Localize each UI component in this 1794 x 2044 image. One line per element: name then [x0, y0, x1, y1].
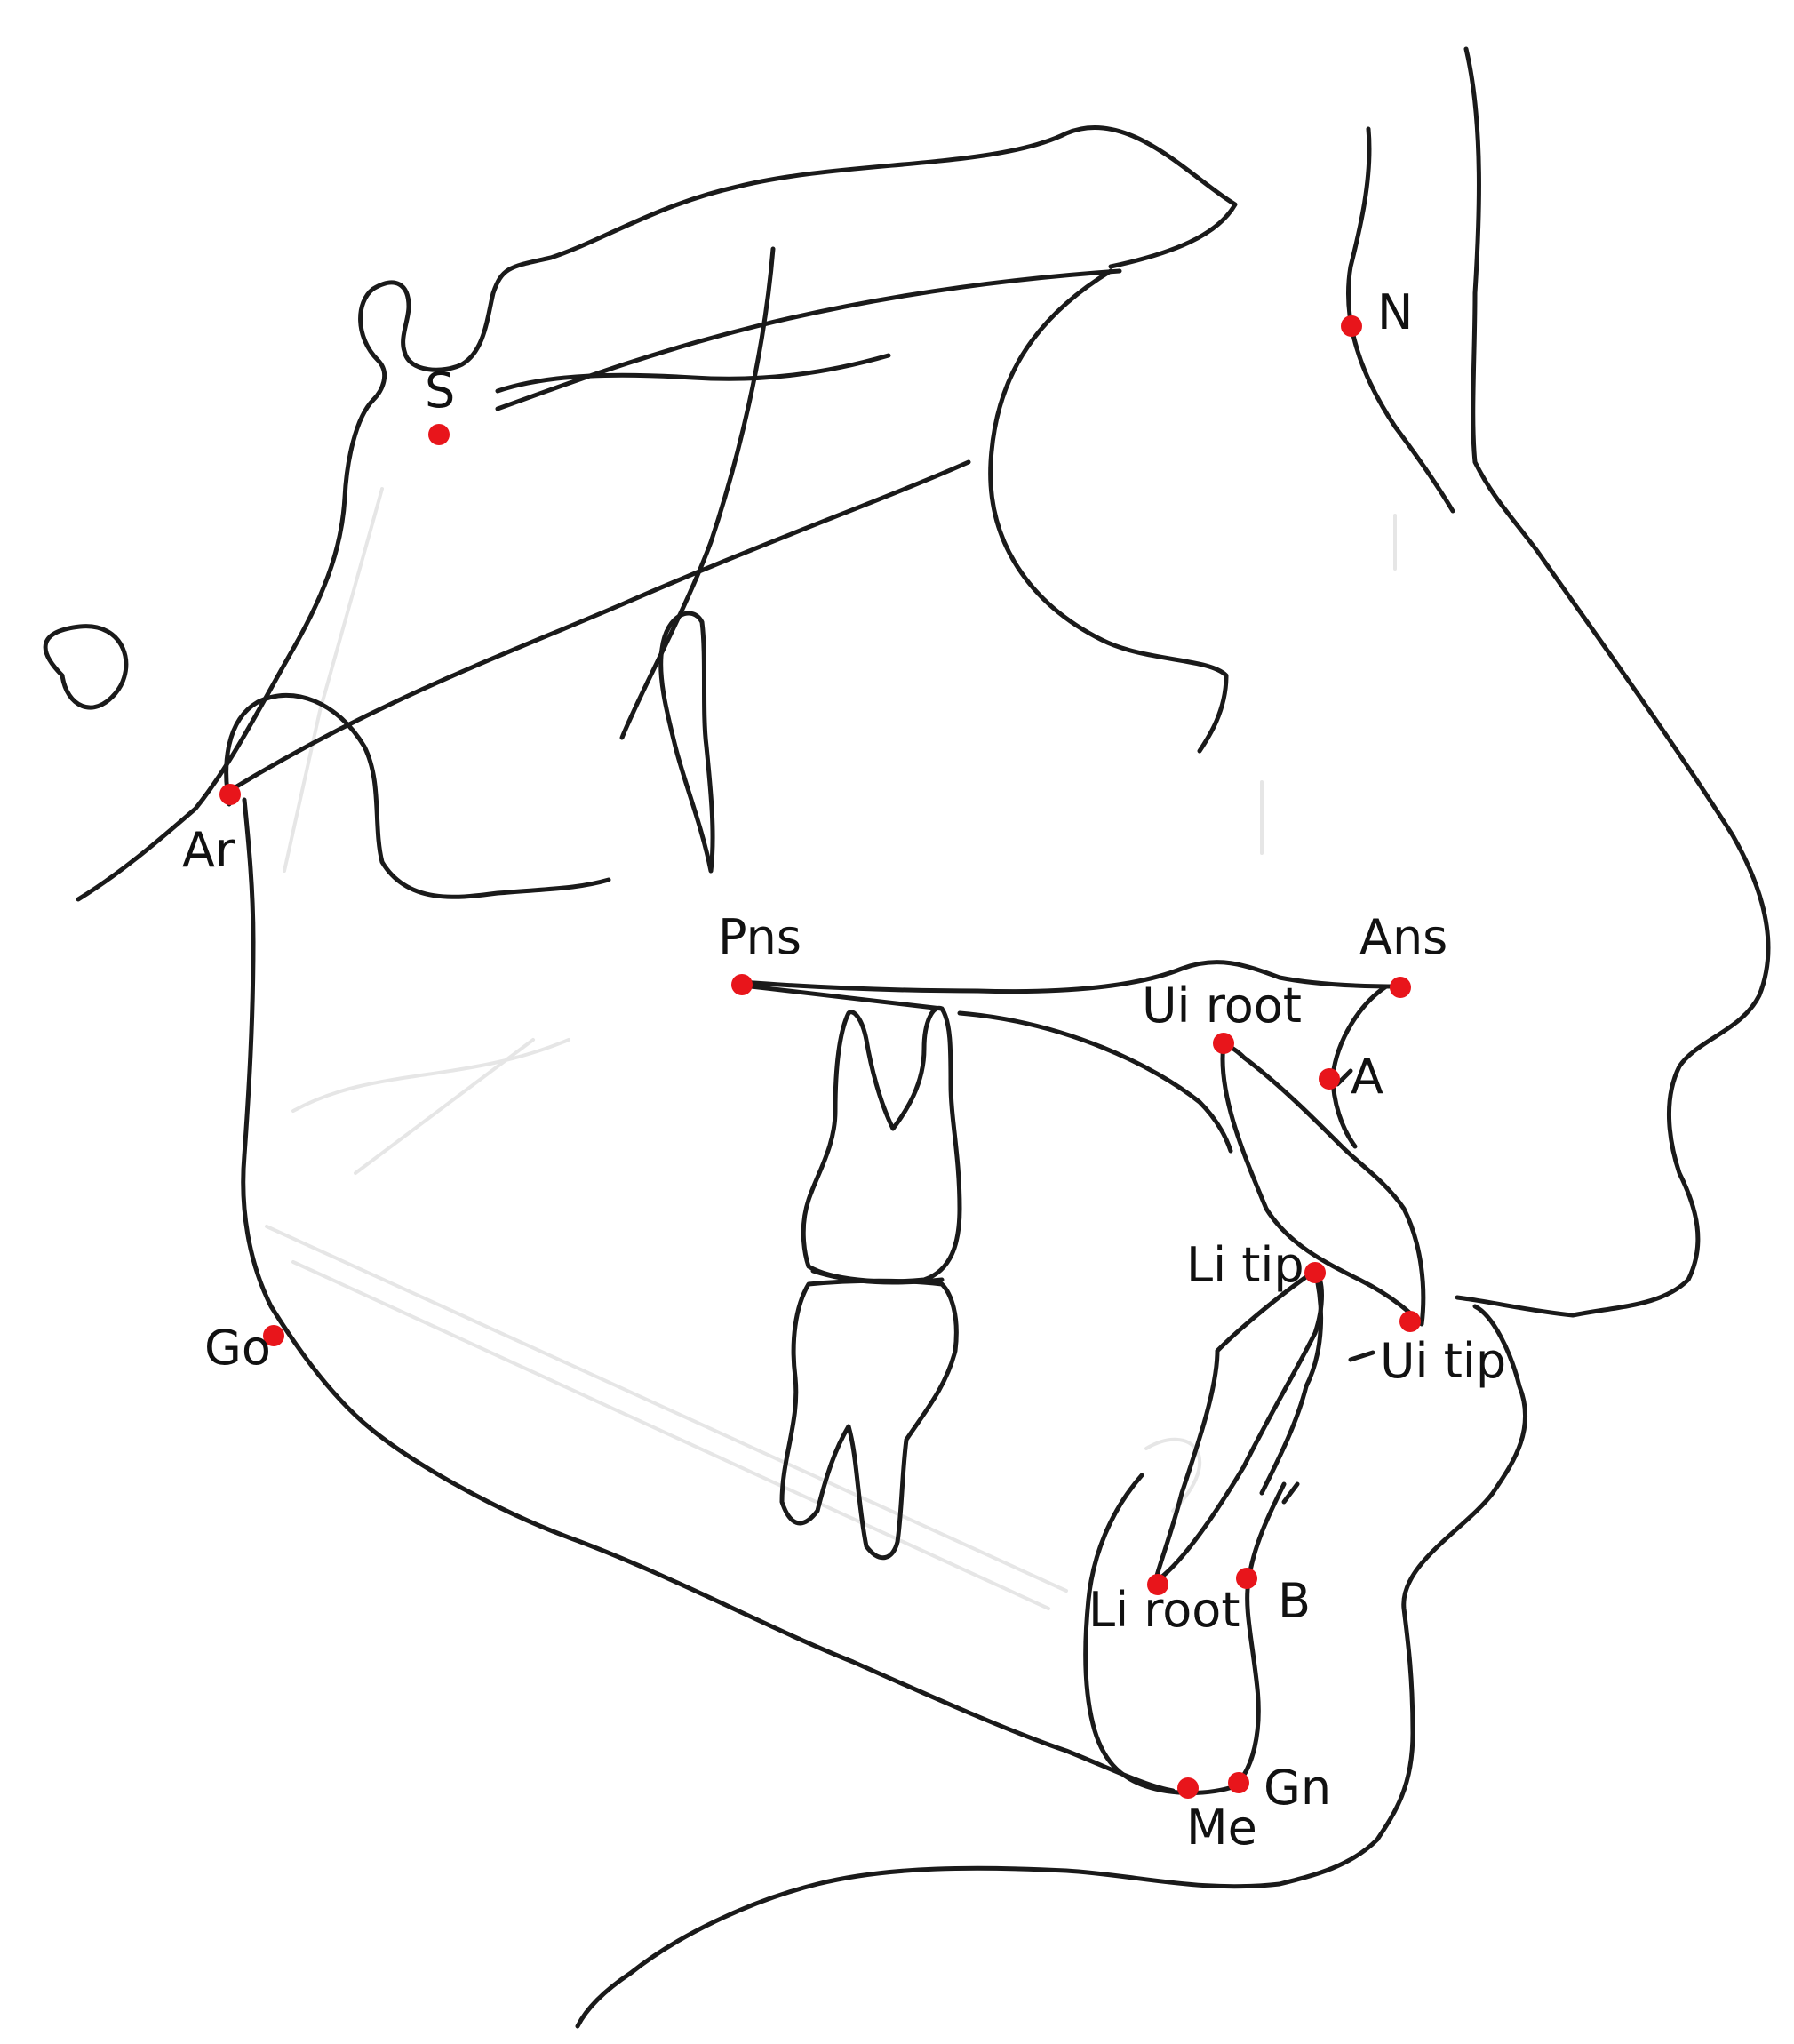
ramus-outline: [241, 797, 1176, 1793]
landmark-dot-A: [1319, 1068, 1340, 1090]
landmark-dot-S: [428, 424, 450, 445]
lower-incisor-outline: [1152, 1268, 1324, 1585]
palate-underside: [748, 984, 945, 1011]
palate-curve: [957, 1010, 1233, 1154]
lower-molar-outline: [779, 1278, 959, 1560]
pterygoid-fissure-outline: [658, 611, 715, 874]
landmark-label-Ui_tip: Ui tip: [1380, 1333, 1506, 1389]
soft-tissue-profile: [1455, 46, 1771, 1318]
molar-occlusal-line: [810, 1268, 945, 1285]
lower-incisor-labial: [1259, 1268, 1324, 1496]
landmark-dot-Me: [1177, 1777, 1199, 1799]
lower-lip-profile: [575, 1304, 1528, 2029]
landmark-label-Li_tip: Li tip: [1186, 1237, 1304, 1293]
landmark-label-Me: Me: [1186, 1800, 1257, 1856]
landmark-dot-N: [1341, 315, 1362, 337]
landmark-label-Li_root: Li root: [1088, 1582, 1240, 1638]
cranial-base-outline: [76, 125, 1238, 902]
landmark-dots: [219, 315, 1421, 1799]
upper-molar-outline: [801, 1005, 962, 1284]
ear-loop-outline: [43, 624, 129, 710]
zygomatic-curve: [988, 268, 1229, 754]
orbital-rim-outline: [619, 246, 776, 740]
lower-chin-tick: [1281, 1481, 1300, 1505]
landmark-label-Pns: Pns: [718, 909, 801, 965]
landmark-dot-Gn: [1228, 1772, 1249, 1793]
landmark-label-Ar: Ar: [182, 822, 235, 878]
upper-incisor-outline: [1220, 1042, 1426, 1327]
landmark-labels: S N Ar Pns Ans Ui root A Li tip Ui tip G…: [182, 284, 1506, 1856]
ar-line: [219, 459, 971, 798]
planum-line: [495, 353, 891, 394]
landmark-dot-Go: [263, 1325, 284, 1346]
landmark-dot-Ui_root: [1213, 1033, 1234, 1054]
landmark-dot-Pns: [731, 974, 753, 995]
landmark-label-N: N: [1377, 284, 1413, 340]
upper-lip-stomion: [1348, 1350, 1375, 1362]
landmark-label-Ans: Ans: [1359, 909, 1447, 965]
landmark-label-Ui_root: Ui root: [1142, 978, 1302, 1034]
palatal-line: [739, 960, 1402, 994]
landmark-dot-Ar: [219, 784, 241, 805]
landmark-dot-B: [1236, 1568, 1257, 1589]
landmark-dot-Li_root: [1147, 1574, 1168, 1595]
landmark-label-B: B: [1278, 1573, 1311, 1629]
landmark-label-A: A: [1351, 1049, 1383, 1105]
landmark-dot-Ans: [1390, 977, 1411, 998]
frontal-line: [495, 268, 1122, 411]
condyle-outline: [224, 692, 611, 899]
landmark-dot-Li_tip: [1304, 1262, 1326, 1283]
subspinale-line: [1335, 1068, 1353, 1087]
landmark-label-Go: Go: [204, 1320, 271, 1376]
landmark-dot-Ui_tip: [1399, 1311, 1421, 1332]
landmark-label-S: S: [425, 363, 455, 419]
landmark-label-Gn: Gn: [1264, 1760, 1331, 1816]
